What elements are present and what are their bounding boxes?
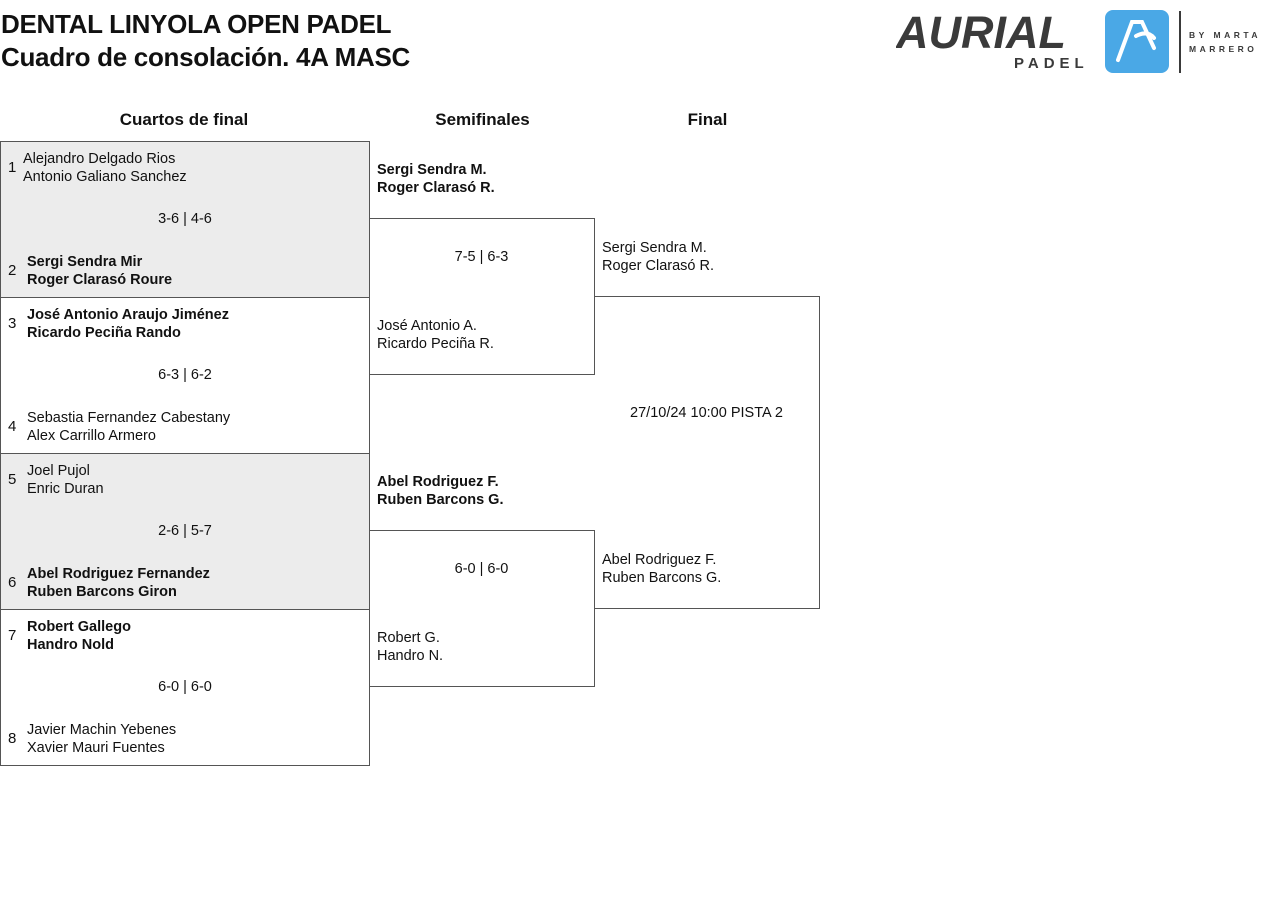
team-top: Alejandro Delgado Rios Antonio Galiano S… — [23, 150, 187, 186]
player-name: Abel Rodriguez F. — [602, 552, 717, 568]
final-match — [594, 296, 820, 609]
player-name: Ricardo Peciña R. — [377, 336, 494, 352]
team-bottom: Sebastia Fernandez Cabestany Alex Carril… — [27, 409, 230, 445]
semifinal-2-team-top-winner: Abel Rodriguez F. Ruben Barcons G. — [377, 473, 504, 509]
quarterfinal-match-1: 1 Alejandro Delgado Rios Antonio Galiano… — [0, 141, 370, 298]
player-name: Roger Clarasó R. — [602, 258, 715, 274]
tournament-title: DENTAL LINYOLA OPEN PADEL — [1, 9, 392, 39]
semifinal-1-team-top-winner: Sergi Sendra M. Roger Clarasó R. — [377, 161, 495, 197]
seed-number: 5 — [8, 471, 17, 488]
player-name: Sergi Sendra M. — [377, 162, 487, 178]
player-name: Ruben Barcons G. — [602, 570, 722, 586]
team-top: Joel Pujol Enric Duran — [27, 462, 104, 498]
team-top-winner: José Antonio Araujo Jiménez Ricardo Peci… — [27, 306, 229, 342]
seed-number: 7 — [8, 627, 17, 644]
player-name: Sebastia Fernandez Cabestany — [27, 410, 231, 426]
logo-badge — [1105, 10, 1169, 73]
logo-monogram-icon — [1116, 20, 1156, 62]
player-name: Ricardo Peciña Rando — [27, 325, 181, 341]
player-name: José Antonio Araujo Jiménez — [27, 307, 229, 323]
player-name: Robert G. — [377, 630, 440, 646]
player-name: José Antonio A. — [377, 318, 477, 334]
team-top-winner: Robert Gallego Handro Nold — [27, 618, 131, 654]
round-header-final: Final — [687, 110, 728, 129]
player-name: Robert Gallego — [27, 619, 131, 635]
seed-number: 4 — [8, 418, 17, 435]
player-name: Javier Machin Yebenes — [27, 722, 177, 738]
aurial-padel-logo: AURIAL PADEL BY MARTA MARRERO — [896, 8, 1261, 73]
round-header-quarterfinals: Cuartos de final — [119, 110, 249, 129]
seed-number: 8 — [8, 730, 17, 747]
semifinal-1-team-bottom: José Antonio A. Ricardo Peciña R. — [377, 317, 494, 353]
match-score: 6-0 | 6-0 — [158, 679, 212, 695]
logo-by-text-2: MARRERO — [1189, 44, 1257, 54]
quarterfinal-match-4: 7 Robert Gallego Handro Nold 6-0 | 6-0 8… — [0, 609, 370, 766]
player-name: Ruben Barcons G. — [377, 492, 504, 508]
round-header-semifinals: Semifinales — [435, 110, 530, 129]
semifinal-2-score: 6-0 | 6-0 — [454, 561, 509, 577]
player-name: Xavier Mauri Fuentes — [27, 740, 165, 756]
semifinal-1-score: 7-5 | 6-3 — [454, 249, 509, 265]
player-name: Alex Carrillo Armero — [27, 428, 156, 444]
logo-sub-text: PADEL — [1014, 55, 1089, 72]
player-name: Sergi Sendra Mir — [27, 254, 143, 270]
player-name: Antonio Galiano Sanchez — [23, 169, 187, 185]
seed-number: 3 — [8, 315, 17, 332]
seed-number: 1 — [8, 159, 17, 176]
final-team-bottom: Abel Rodriguez F. Ruben Barcons G. — [602, 551, 721, 587]
match-score: 6-3 | 6-2 — [158, 367, 212, 383]
quarterfinal-match-2: 3 José Antonio Araujo Jiménez Ricardo Pe… — [0, 297, 370, 454]
final-team-top: Sergi Sendra M. Roger Clarasó R. — [602, 239, 714, 275]
player-name: Handro Nold — [27, 637, 114, 653]
player-name: Abel Rodriguez Fernandez — [27, 566, 210, 582]
final-schedule-info: 27/10/24 10:00 PISTA 2 — [630, 405, 783, 421]
player-name: Abel Rodriguez F. — [377, 474, 499, 490]
semifinal-2-team-bottom: Robert G. Handro N. — [377, 629, 443, 665]
quarterfinal-match-3: 5 Joel Pujol Enric Duran 2-6 | 5-7 6 Abe… — [0, 453, 370, 610]
player-name: Handro N. — [377, 648, 444, 664]
logo-by-text-1: BY MARTA — [1189, 30, 1261, 40]
seed-number: 2 — [8, 262, 17, 279]
team-bottom-winner: Sergi Sendra Mir Roger Clarasó Roure — [27, 253, 172, 289]
match-score: 2-6 | 5-7 — [158, 523, 212, 539]
logo-main-text: AURIAL — [896, 8, 1066, 58]
player-name: Ruben Barcons Giron — [27, 584, 177, 600]
player-name: Roger Clarasó R. — [377, 180, 495, 196]
team-bottom: Javier Machin Yebenes Xavier Mauri Fuent… — [27, 721, 176, 757]
seed-number: 6 — [8, 574, 17, 591]
player-name: Sergi Sendra M. — [602, 240, 707, 256]
draw-subtitle: Cuadro de consolación. 4A MASC — [1, 42, 410, 72]
player-name: Joel Pujol — [27, 463, 90, 479]
team-bottom-winner: Abel Rodriguez Fernandez Ruben Barcons G… — [27, 565, 210, 601]
player-name: Enric Duran — [27, 481, 104, 497]
player-name: Roger Clarasó Roure — [27, 272, 173, 288]
match-score: 3-6 | 4-6 — [158, 211, 212, 227]
player-name: Alejandro Delgado Rios — [23, 151, 176, 167]
